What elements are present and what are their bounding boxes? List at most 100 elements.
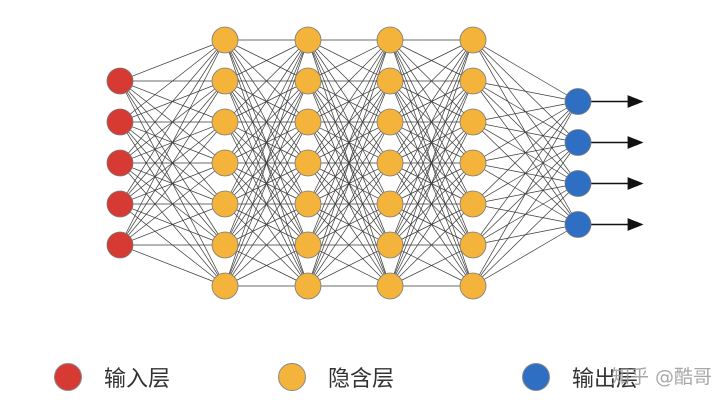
hidden-neuron-1-4	[211, 190, 239, 218]
edge-3-4-0	[389, 39, 474, 205]
edge-3-6-2	[389, 121, 474, 287]
hidden-neuron-4-3	[459, 149, 487, 177]
hidden-neuron-2-0	[294, 26, 322, 54]
edge-4-5-0	[472, 101, 579, 246]
edge-2-2-0	[307, 39, 391, 123]
hidden-neuron-3-6	[376, 272, 404, 300]
legend-input-label: 输入层	[104, 367, 171, 392]
hidden-neuron-4-5	[459, 231, 487, 259]
legend-hidden-label: 隐含层	[328, 367, 395, 392]
hidden-neuron-3-3	[376, 149, 404, 177]
hidden-layer-dot-icon	[278, 363, 306, 391]
edge-2-3-0	[307, 39, 391, 164]
connection-lines	[119, 39, 579, 287]
edge-0-4-2	[119, 121, 226, 246]
edge-2-6-0	[307, 39, 391, 287]
input-neuron-0-1	[106, 108, 134, 136]
edge-4-6-0	[472, 101, 579, 287]
edge-2-6-5	[307, 244, 391, 287]
edge-1-6-2	[224, 121, 309, 287]
hidden-neuron-3-2	[376, 108, 404, 136]
legend-hidden: 隐含层	[278, 362, 394, 392]
edge-0-4-0	[119, 39, 226, 246]
input-neuron-0-0	[106, 67, 134, 95]
edge-1-5-0	[224, 39, 309, 246]
output-layer-dot-icon	[522, 363, 550, 391]
edge-4-6-1	[472, 142, 579, 287]
edge-1-6-4	[224, 203, 309, 287]
edge-1-1-0	[224, 39, 309, 82]
hidden-neuron-1-2	[211, 108, 239, 136]
edge-3-1-0	[389, 39, 474, 82]
hidden-neuron-1-1	[211, 67, 239, 95]
edge-1-6-5	[224, 244, 309, 287]
edge-4-6-3	[472, 224, 579, 287]
edge-2-5-0	[307, 39, 391, 246]
edge-2-6-4	[307, 203, 391, 287]
output-neuron-5-1	[564, 129, 592, 156]
edge-4-3-0	[472, 101, 579, 164]
edge-0-4-3	[119, 162, 226, 246]
hidden-neuron-3-0	[376, 26, 404, 54]
legend-output-label: 输出层	[572, 367, 639, 392]
edge-4-4-0	[472, 101, 579, 205]
edge-3-6-3	[389, 162, 474, 287]
watermark: 知乎 @酷哥	[610, 366, 712, 388]
hidden-neuron-3-4	[376, 190, 404, 218]
edge-0-2-0	[119, 39, 226, 164]
edge-1-3-0	[224, 39, 309, 164]
edge-4-1-0	[472, 80, 579, 102]
edge-3-5-0	[389, 39, 474, 246]
edge-4-0-0	[472, 39, 579, 102]
edge-0-0-0	[119, 39, 226, 82]
hidden-neuron-1-5	[211, 231, 239, 259]
edge-0-4-6	[119, 244, 226, 287]
edge-2-6-2	[307, 121, 391, 287]
edge-3-3-0	[389, 39, 474, 164]
hidden-neuron-2-6	[294, 272, 322, 300]
edge-2-6-1	[307, 80, 391, 287]
edge-0-4-4	[119, 203, 226, 246]
legend-output: 输出层	[522, 362, 638, 392]
hidden-neuron-4-2	[459, 108, 487, 136]
edge-0-3-0	[119, 39, 226, 205]
edge-2-1-0	[307, 39, 391, 82]
input-neuron-0-3	[106, 190, 134, 218]
input-layer-dot-icon	[54, 363, 82, 391]
edge-0-4-1	[119, 80, 226, 246]
edge-3-6-4	[389, 203, 474, 287]
neuron-nodes	[106, 26, 592, 300]
output-arrows	[591, 95, 644, 231]
output-neuron-5-3	[564, 211, 592, 238]
edge-1-2-0	[224, 39, 309, 123]
edge-1-6-1	[224, 80, 309, 287]
output-neuron-5-2	[564, 170, 592, 197]
edge-2-6-3	[307, 162, 391, 287]
edge-3-6-1	[389, 80, 474, 287]
output-neuron-5-0	[564, 88, 592, 115]
hidden-neuron-1-0	[211, 26, 239, 54]
edge-2-4-0	[307, 39, 391, 205]
edge-1-6-3	[224, 162, 309, 287]
hidden-neuron-2-5	[294, 231, 322, 259]
hidden-neuron-2-4	[294, 190, 322, 218]
hidden-neuron-1-6	[211, 272, 239, 300]
edge-1-4-0	[224, 39, 309, 205]
input-neuron-0-4	[106, 231, 134, 259]
hidden-neuron-3-5	[376, 231, 404, 259]
hidden-neuron-4-4	[459, 190, 487, 218]
hidden-neuron-2-3	[294, 149, 322, 177]
hidden-neuron-4-6	[459, 272, 487, 300]
edge-4-2-0	[472, 101, 579, 123]
hidden-neuron-1-3	[211, 149, 239, 177]
hidden-neuron-4-1	[459, 67, 487, 95]
hidden-neuron-2-2	[294, 108, 322, 136]
edge-3-2-0	[389, 39, 474, 123]
input-neuron-0-2	[106, 149, 134, 177]
edge-3-6-5	[389, 244, 474, 287]
legend-input: 输入层	[54, 362, 170, 392]
edge-4-6-2	[472, 183, 579, 287]
edge-3-6-0	[389, 39, 474, 287]
edge-0-1-0	[119, 39, 226, 123]
edge-1-6-0	[224, 39, 309, 287]
